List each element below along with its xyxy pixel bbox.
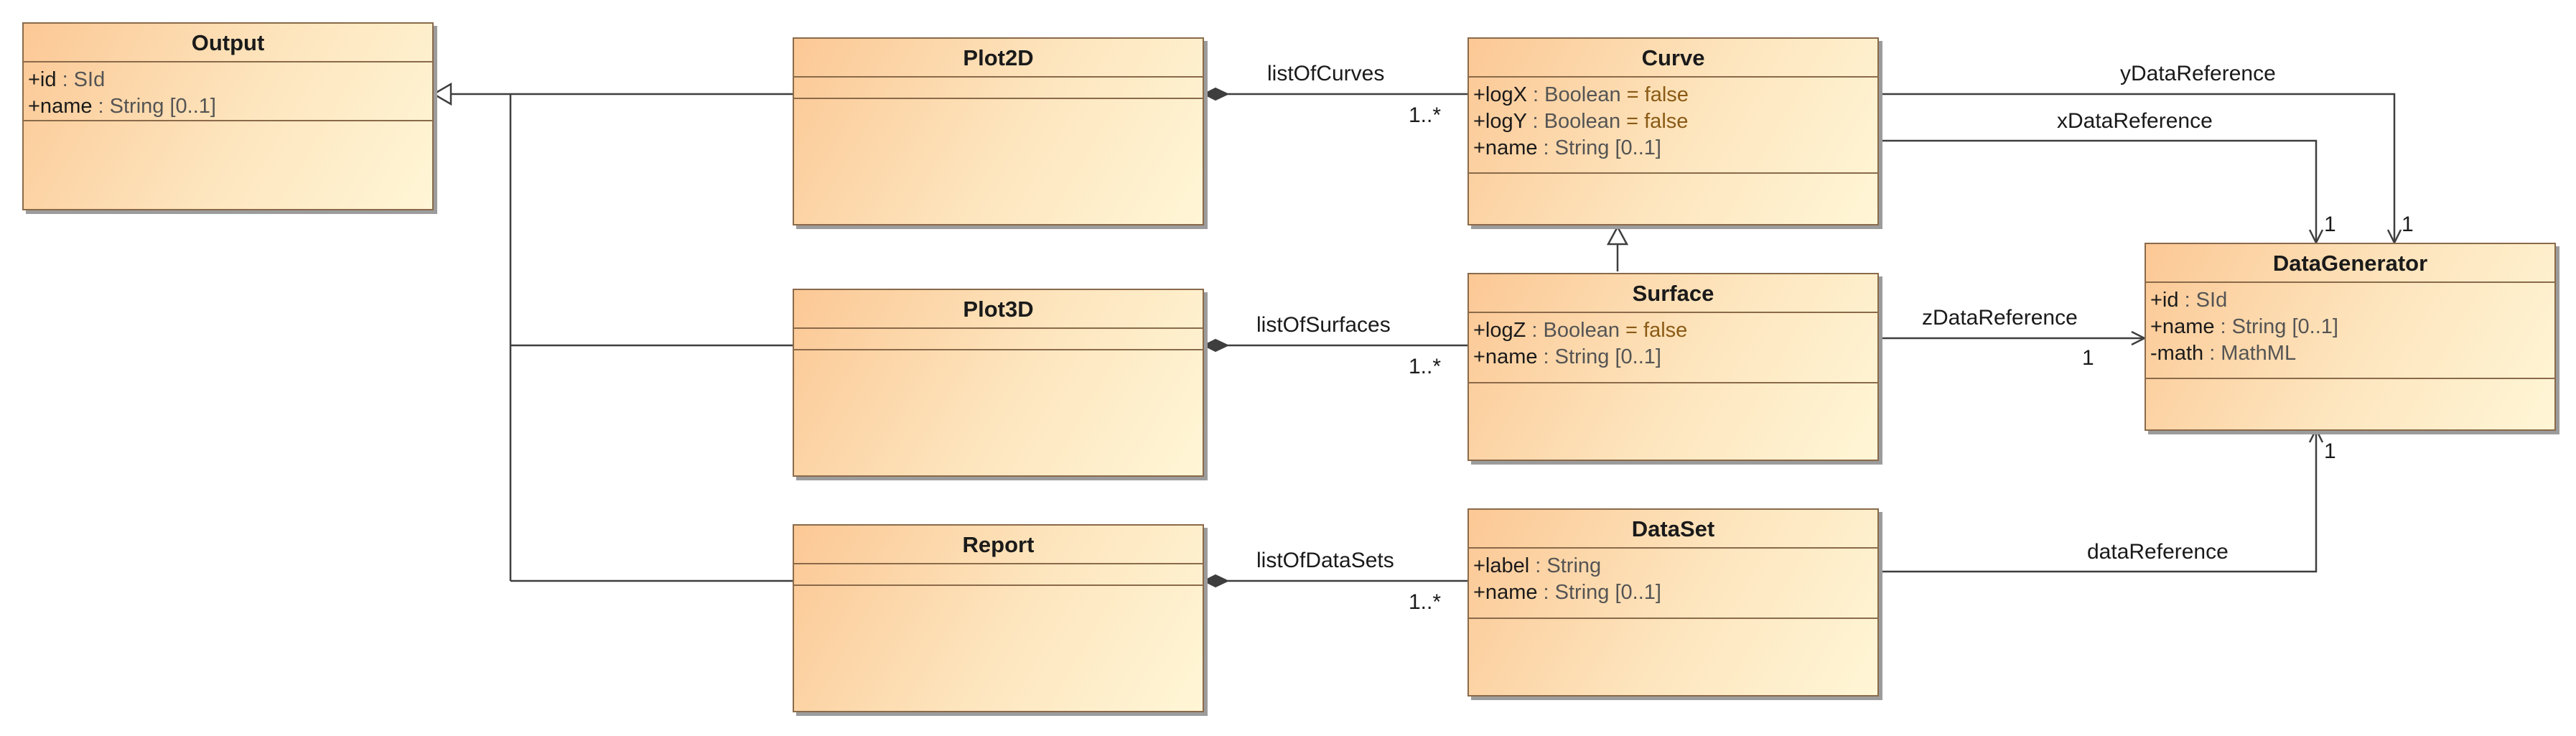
class-report[interactable]: Report (793, 524, 1204, 712)
attribute-datagenerator-math: -math : MathML (2150, 342, 2297, 365)
class-output-attributes: +id : SId +name : String [0..1] (24, 62, 432, 121)
class-plot2d-attributes (794, 78, 1203, 99)
association-label-y-data-reference: yDataReference (2120, 62, 2276, 85)
association-label-z-data-reference: zDataReference (1922, 306, 2078, 330)
multiplicity-list-of-datasets: 1..* (1409, 590, 1442, 614)
association-label-list-of-datasets: listOfDataSets (1256, 549, 1394, 572)
association-label-x-data-reference: xDataReference (2057, 109, 2213, 133)
class-output-name: Output (24, 24, 432, 62)
class-surface[interactable]: Surface +logZ : Boolean = false +name : … (1467, 273, 1879, 461)
multiplicity-data-reference: 1 (2324, 439, 2336, 463)
association-label-list-of-curves: listOfCurves (1267, 62, 1385, 85)
multiplicity-list-of-curves: 1..* (1409, 103, 1442, 127)
attribute-surface-name: +name : String [0..1] (1473, 345, 1661, 368)
composition-diamond-report (1202, 574, 1230, 588)
class-plot2d[interactable]: Plot2D (793, 37, 1204, 225)
composition-diamond-plot2d (1202, 87, 1230, 101)
class-datagenerator-name: DataGenerator (2146, 244, 2554, 283)
attribute-output-id: +id : SId (28, 68, 106, 91)
class-surface-name: Surface (1469, 274, 1877, 313)
class-plot2d-operations (794, 99, 1203, 224)
y-data-reference-line (1879, 93, 2394, 243)
class-plot3d-operations (794, 350, 1203, 475)
class-curve-attributes: +logX : Boolean = false +logY : Boolean … (1469, 78, 1877, 174)
class-datagenerator[interactable]: DataGenerator +id : SId +name : String [… (2145, 243, 2556, 431)
class-plot2d-name: Plot2D (794, 39, 1203, 78)
attribute-dataset-name: +name : String [0..1] (1473, 581, 1661, 604)
class-report-attributes (794, 564, 1203, 586)
class-plot3d-attributes (794, 329, 1203, 350)
multiplicity-list-of-surfaces: 1..* (1409, 355, 1442, 378)
class-output-operations (24, 121, 432, 209)
class-dataset-attributes: +label : String +name : String [0..1] (1469, 549, 1877, 619)
class-datagenerator-attributes: +id : SId +name : String [0..1] -math : … (2146, 283, 2554, 379)
composition-diamond-plot3d (1202, 338, 1230, 353)
class-dataset-name: DataSet (1469, 510, 1877, 549)
attribute-surface-logz: +logZ : Boolean = false (1473, 319, 1688, 342)
attribute-dataset-label: +label : String (1473, 554, 1602, 577)
class-datagenerator-operations (2146, 379, 2554, 429)
class-curve-name: Curve (1469, 39, 1877, 78)
multiplicity-z-data-reference: 1 (2082, 346, 2094, 370)
x-data-reference-line (1879, 139, 2316, 243)
class-plot3d-name: Plot3D (794, 290, 1203, 329)
attribute-curve-name: +name : String [0..1] (1473, 136, 1661, 159)
class-dataset[interactable]: DataSet +label : String +name : String [… (1467, 508, 1879, 697)
association-label-data-reference: dataReference (2087, 540, 2229, 564)
attribute-curve-logy: +logY : Boolean = false (1473, 110, 1689, 133)
multiplicity-x-data-reference: 1 (2324, 213, 2336, 236)
attribute-datagenerator-id: +id : SId (2150, 289, 2228, 312)
class-plot3d[interactable]: Plot3D (793, 289, 1204, 477)
generalization-triangle-output (431, 82, 452, 106)
association-label-list-of-surfaces: listOfSurfaces (1256, 313, 1391, 337)
class-curve-operations (1469, 174, 1877, 224)
class-report-name: Report (794, 526, 1203, 564)
attribute-curve-logx: +logX : Boolean = false (1473, 83, 1689, 106)
data-reference-line (1879, 429, 2316, 573)
class-surface-attributes: +logZ : Boolean = false +name : String [… (1469, 313, 1877, 383)
multiplicity-y-data-reference: 1 (2402, 213, 2414, 236)
class-surface-operations (1469, 383, 1877, 460)
class-report-operations (794, 586, 1203, 711)
attribute-datagenerator-name: +name : String [0..1] (2150, 315, 2338, 338)
class-output[interactable]: Output +id : SId +name : String [0..1] (22, 22, 434, 210)
class-curve[interactable]: Curve +logX : Boolean = false +logY : Bo… (1467, 37, 1879, 225)
generalization-triangle-curve (1606, 225, 1629, 246)
class-dataset-operations (1469, 619, 1877, 695)
attribute-output-name: +name : String [0..1] (28, 95, 216, 118)
